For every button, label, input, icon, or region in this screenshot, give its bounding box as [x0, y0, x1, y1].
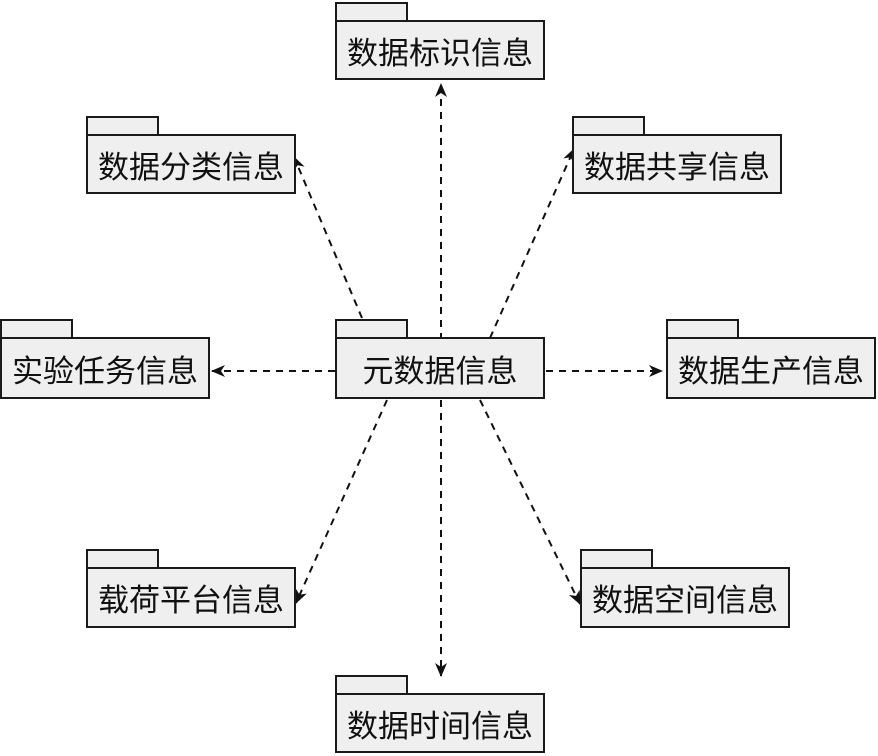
package-tab [666, 319, 739, 339]
package-tab [335, 2, 408, 22]
package-label: 数据标识信息 [335, 20, 545, 80]
package-label: 元数据信息 [335, 337, 545, 399]
package-tab [86, 116, 159, 136]
package-label: 数据空间信息 [580, 567, 790, 628]
package-label: 实验任务信息 [0, 337, 210, 399]
arrow-to-classification [293, 156, 363, 319]
package-tab [572, 116, 645, 136]
arrow-to-platform [295, 399, 388, 604]
package-tab [580, 549, 653, 569]
package-tab [335, 675, 408, 695]
package-tab [86, 549, 159, 569]
package-tab [335, 319, 408, 339]
package-tab [0, 319, 73, 339]
package-label: 数据分类信息 [86, 134, 296, 194]
arrow-to-sharing [489, 148, 575, 339]
package-label: 载荷平台信息 [86, 567, 296, 628]
package-label: 数据共享信息 [572, 134, 782, 194]
package-label: 数据时间信息 [335, 693, 545, 753]
package-label: 数据生产信息 [666, 337, 876, 399]
arrow-to-spatial [479, 399, 581, 605]
